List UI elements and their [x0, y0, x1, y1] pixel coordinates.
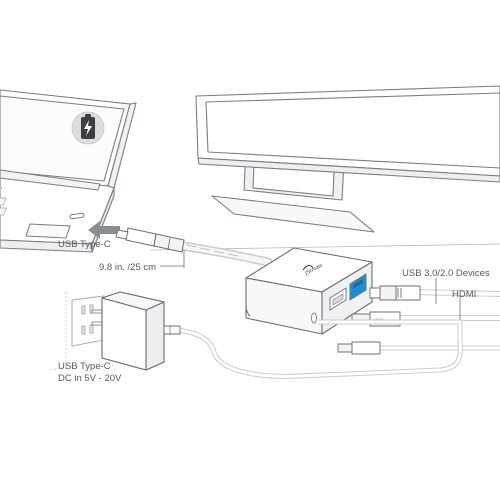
length-bracket	[160, 250, 185, 268]
label-cable-length: 9.8 in. /25 cm	[99, 262, 156, 273]
adapter-ports	[311, 273, 367, 324]
usb-c-adapter	[245, 247, 373, 335]
usb-a-cable	[369, 285, 500, 301]
label-usb-type-c: USB Type-C	[58, 239, 111, 250]
wall-line	[49, 292, 73, 372]
usb-c-cable	[115, 227, 273, 267]
usb-c-device-cable	[337, 341, 500, 355]
monitor	[195, 85, 500, 233]
plug-in-arrow-icon	[88, 221, 120, 239]
laptop-keyboard	[0, 187, 7, 216]
label-usb-devices: USB 3.0/2.0 Devices	[402, 268, 490, 279]
battery-charging-icon	[71, 111, 105, 145]
power-adapter	[91, 291, 165, 371]
laptop-usb-c-port	[69, 212, 85, 220]
label-power-type-c: USB Type-C	[58, 361, 111, 372]
power-cable	[163, 319, 463, 379]
usb-c-power-port	[311, 312, 317, 324]
label-hdmi: HDMI	[452, 289, 476, 300]
wall-outlet	[71, 295, 105, 347]
right-leader-lines	[435, 278, 461, 336]
label-power-dc-in: DC in 5V - 20V	[58, 373, 122, 384]
